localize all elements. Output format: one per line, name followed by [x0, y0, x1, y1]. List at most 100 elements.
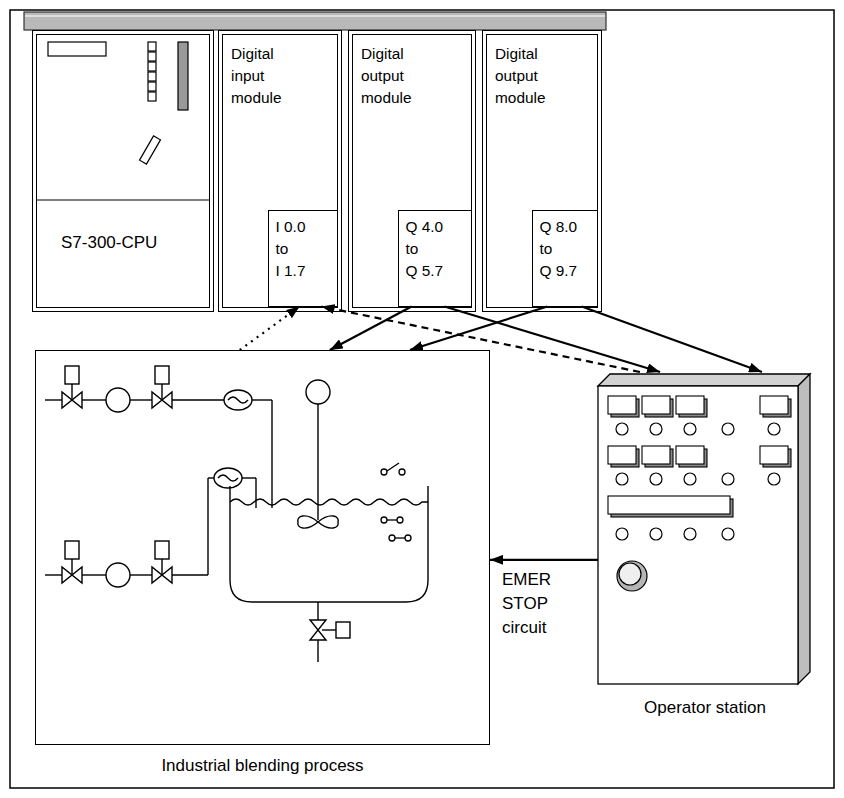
text-line: output — [361, 65, 487, 87]
indicator-lamp — [650, 473, 662, 485]
level-switch-symbol — [389, 535, 395, 541]
operator-panel — [598, 374, 810, 386]
address-range: I 0.0 to I 1.7 — [276, 216, 344, 282]
valve-symbol — [336, 622, 350, 638]
mounting-rail — [25, 15, 605, 17]
pump-symbol — [106, 388, 130, 412]
signal-connector — [444, 307, 660, 373]
pipe-line — [82, 574, 106, 575]
process-area: Industrial blending process — [35, 350, 490, 780]
module-name: Digital input module — [231, 43, 353, 109]
text-line: module — [361, 87, 487, 109]
valve-symbol — [65, 366, 79, 384]
panel-button — [608, 396, 636, 414]
operator-panel — [798, 374, 810, 684]
text-line: Q 8.0 — [540, 216, 604, 238]
signal-connector — [330, 307, 412, 351]
process-frame — [35, 350, 490, 745]
cpu-symbol — [148, 92, 156, 101]
valve-symbol — [62, 366, 350, 640]
pipe-line — [130, 399, 152, 400]
level-switch-symbol — [387, 463, 399, 471]
operator-panel — [598, 386, 798, 684]
signal-connector — [410, 307, 547, 351]
flowmeter-symbol — [224, 390, 252, 410]
indicator-lamp — [650, 528, 662, 540]
module-name: Digital output module — [361, 43, 487, 109]
text-line: module — [495, 87, 613, 109]
pipe-line — [317, 602, 318, 620]
text-line: EMER — [502, 568, 551, 592]
text-line: output — [495, 65, 613, 87]
panel-button — [676, 396, 704, 414]
pipe-line — [172, 574, 208, 575]
signal-connector — [490, 559, 598, 561]
cpu-symbol — [140, 136, 161, 164]
address-range: Q 8.0 to Q 9.7 — [540, 216, 604, 282]
text-line: I 0.0 — [276, 216, 344, 238]
valve-symbol — [155, 366, 169, 384]
indicator-lamp — [616, 423, 780, 540]
text-line: to — [406, 238, 478, 260]
signal-connector — [321, 307, 639, 373]
panel-button — [608, 446, 636, 464]
pump-symbol — [106, 388, 130, 587]
panel-button — [608, 396, 791, 517]
panel-button — [608, 496, 730, 514]
indicator-lamp — [616, 423, 628, 435]
text-line: Digital — [495, 43, 613, 65]
valve-symbol — [65, 541, 79, 559]
cpu-symbol — [148, 82, 156, 91]
cpu-symbol — [148, 42, 156, 51]
pipe-line — [208, 477, 214, 478]
panel-button — [760, 396, 788, 414]
panel-button — [642, 446, 670, 464]
indicator-lamp — [616, 473, 628, 485]
text-line: Q 9.7 — [540, 260, 604, 282]
valve-symbol — [161, 384, 162, 400]
flowmeter-symbol — [218, 475, 238, 481]
signal-connector — [240, 307, 300, 351]
address-range-box: Q 4.0 to Q 5.7 — [398, 210, 472, 307]
text-line: Digital — [361, 43, 487, 65]
flowmeter-symbol — [228, 397, 248, 403]
text-line: circuit — [502, 616, 551, 640]
pipe-line — [271, 400, 272, 508]
valve-symbol — [71, 559, 72, 575]
text-line: input — [231, 65, 353, 87]
address-range: Q 4.0 to Q 5.7 — [406, 216, 478, 282]
text-line: Q 4.0 — [406, 216, 478, 238]
area-caption: Industrial blending process — [35, 754, 490, 778]
pipe-line — [207, 478, 208, 575]
cpu-symbol — [148, 72, 156, 81]
valve-symbol — [161, 559, 162, 575]
mounting-rail — [24, 12, 606, 30]
indicator-lamp — [684, 528, 696, 540]
indicator-lamp — [722, 423, 734, 435]
level-switch-symbol — [381, 469, 387, 475]
cpu-module: S7-300-CPU — [32, 30, 214, 312]
io-module: Digital input moduleI 0.0 to I 1.7 — [218, 30, 342, 312]
mixer-symbol — [317, 404, 318, 520]
mixer-symbol — [298, 380, 339, 528]
level-switch-symbol — [405, 535, 411, 541]
level-switch-symbol — [397, 517, 403, 523]
module-name: Digital output module — [495, 43, 613, 109]
cpu-symbol — [36, 199, 210, 200]
tank-symbol — [230, 486, 428, 602]
text-line: I 1.7 — [276, 260, 344, 282]
io-module: Digital output moduleQ 4.0 to Q 5.7 — [348, 30, 476, 312]
pipe-line — [82, 399, 106, 400]
address-range-box: I 0.0 to I 1.7 — [268, 210, 338, 307]
tank-symbol — [230, 486, 428, 602]
module-inner-frame — [36, 34, 210, 308]
mounting-rail — [24, 12, 606, 30]
operator-station: Operator station — [598, 372, 812, 720]
cpu-symbol — [148, 62, 156, 71]
cpu-symbol — [148, 52, 156, 61]
indicator-lamp — [684, 423, 696, 435]
operator-panel — [598, 374, 810, 684]
pipe-line — [242, 477, 256, 478]
level-switch-symbol — [399, 469, 405, 475]
